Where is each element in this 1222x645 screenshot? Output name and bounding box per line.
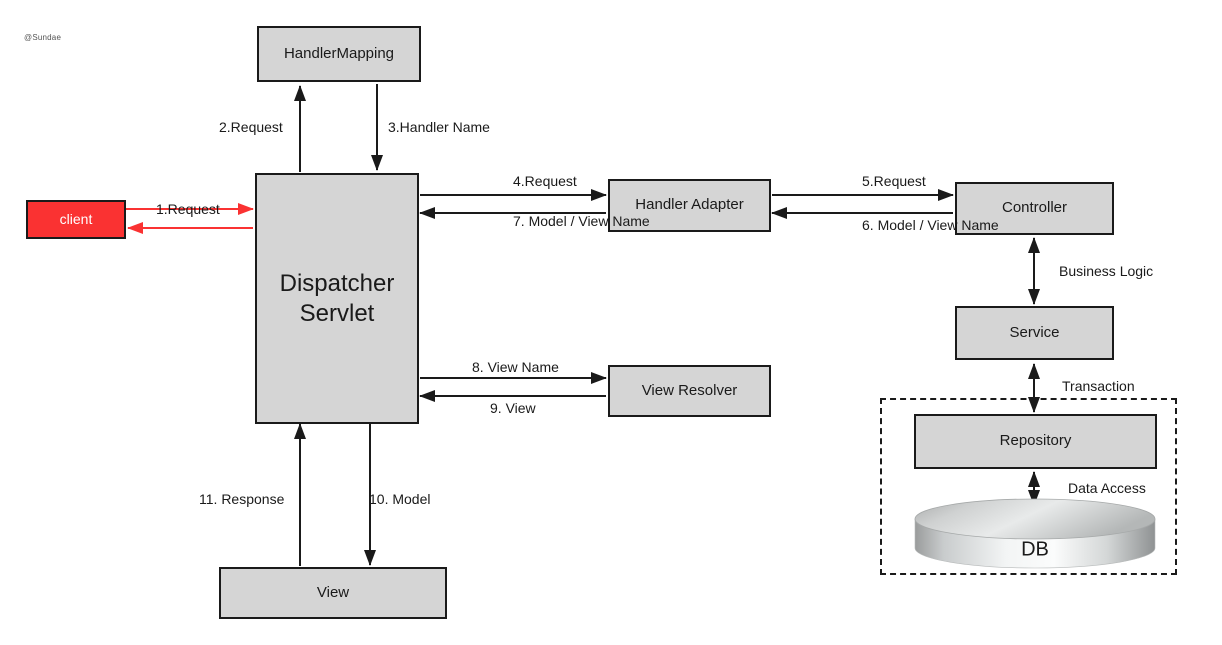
node-view-label: View bbox=[316, 583, 350, 601]
node-dispatcher-servlet-label-line1: Dispatcher bbox=[279, 269, 395, 297]
node-db-label: DB bbox=[1021, 538, 1049, 561]
node-handler-mapping-label: HandlerMapping bbox=[283, 44, 395, 62]
edge-label-step4: 4.Request bbox=[513, 173, 577, 189]
edge-label-step10: 10. Model bbox=[369, 491, 431, 507]
edge-label-step11: 11. Response bbox=[199, 491, 285, 507]
node-dispatcher-servlet-label-line2: Servlet bbox=[299, 299, 375, 327]
edge-label-transaction: Transaction bbox=[1062, 378, 1135, 394]
node-repository[interactable]: Repository bbox=[914, 414, 1157, 469]
node-handler-adapter-label: Handler Adapter bbox=[635, 196, 744, 214]
edge-label-business-logic: Business Logic bbox=[1059, 263, 1154, 279]
node-service[interactable]: Service bbox=[955, 306, 1114, 360]
edge-label-data-access: Data Access bbox=[1068, 480, 1146, 496]
node-service-label: Service bbox=[1009, 323, 1060, 341]
node-client-label: client bbox=[59, 210, 93, 227]
node-view-resolver[interactable]: View Resolver bbox=[608, 365, 771, 417]
edge-label-step2: 2.Request bbox=[219, 119, 283, 135]
edge-label-step1: 1.Request bbox=[156, 201, 220, 217]
node-view[interactable]: View bbox=[219, 567, 447, 619]
edge-label-step7: 7. Model / View Name bbox=[513, 213, 650, 229]
node-handler-mapping[interactable]: HandlerMapping bbox=[257, 26, 421, 82]
node-controller-label: Controller bbox=[1001, 199, 1068, 217]
edge-label-step6: 6. Model / View Name bbox=[862, 217, 999, 233]
node-dispatcher-servlet[interactable]: Dispatcher Servlet bbox=[255, 173, 419, 424]
node-controller[interactable]: Controller bbox=[955, 182, 1114, 235]
node-repository-label: Repository bbox=[999, 432, 1072, 450]
persistence-boundary-region bbox=[880, 398, 1177, 575]
edge-label-step9: 9. View bbox=[490, 400, 536, 416]
edge-label-step8: 8. View Name bbox=[472, 359, 559, 375]
node-client[interactable]: client bbox=[26, 200, 126, 239]
node-view-resolver-label: View Resolver bbox=[641, 381, 738, 399]
watermark-label: @Sundae bbox=[24, 33, 62, 42]
db-cylinder-icon bbox=[914, 498, 1156, 569]
edge-label-step5: 5.Request bbox=[862, 173, 926, 189]
edge-label-step3: 3.Handler Name bbox=[388, 119, 490, 135]
node-handler-adapter[interactable]: Handler Adapter bbox=[608, 179, 771, 232]
